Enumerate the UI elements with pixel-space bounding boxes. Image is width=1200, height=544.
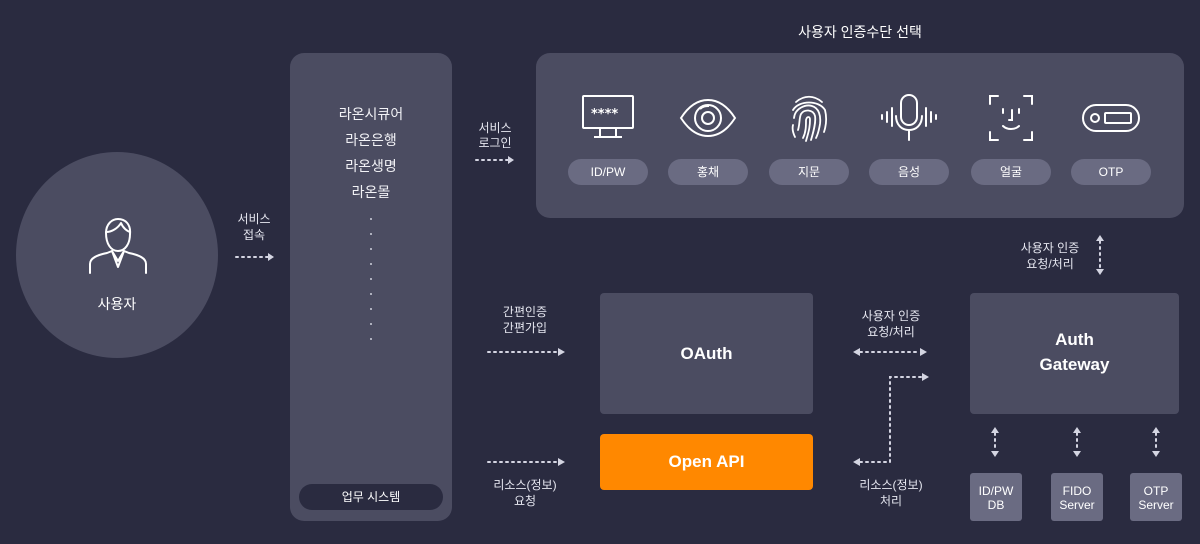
auth-gateway-box	[970, 293, 1179, 414]
user-label: 사용자	[97, 296, 137, 312]
ellipsis-dots	[370, 218, 372, 342]
resource-process-label-1: 리소스(정보)	[859, 478, 923, 492]
oauth-box	[600, 293, 813, 414]
face-scan-icon	[989, 95, 1033, 141]
idpw-db-box	[970, 473, 1022, 521]
resource-request-label-2: 요청	[513, 494, 537, 508]
service-access-label-1: 서비스	[237, 212, 271, 226]
otp-server-label-1: OTP	[1143, 484, 1169, 498]
auth-gateway-label-1: Auth	[1055, 330, 1094, 349]
simple-auth-label-1: 간편인증	[502, 305, 548, 319]
auth-request-right-label-2: 요청/처리	[1026, 257, 1074, 271]
oauth-label: OAuth	[680, 344, 733, 363]
open-api-label: Open API	[668, 452, 745, 471]
auth-method-face[interactable]: 얼굴	[971, 159, 1051, 185]
resource-request-label-1: 리소스(정보)	[493, 478, 557, 492]
eye-icon	[679, 98, 737, 138]
business-item-raon-bank: 라온은행	[345, 132, 397, 148]
open-api-box	[600, 434, 813, 490]
auth-methods-panel	[536, 53, 1184, 218]
fingerprint-icon	[791, 95, 827, 142]
user-icon	[89, 218, 147, 274]
business-item-raonsecure: 라온시큐어	[338, 106, 404, 122]
idpw-db-label-1: ID/PW	[978, 484, 1014, 498]
user-node	[16, 152, 218, 358]
monitor-password-icon: ****	[582, 95, 634, 138]
arrow-resource-process	[859, 376, 923, 463]
fido-server-box	[1051, 473, 1103, 521]
otp-server-box	[1130, 473, 1182, 521]
resource-process-label-2: 처리	[879, 494, 903, 508]
service-login-label-1: 서비스	[478, 121, 512, 135]
auth-request-right-label-1: 사용자 인증	[1020, 241, 1080, 255]
auth-method-idpw[interactable]: ID/PW	[568, 159, 648, 185]
auth-method-fingerprint[interactable]: 지문	[769, 159, 849, 185]
business-item-raon-life: 라온생명	[345, 158, 397, 174]
auth-method-iris[interactable]: 홍채	[668, 159, 748, 185]
auth-method-otp[interactable]: OTP	[1071, 159, 1151, 185]
business-system-panel	[290, 53, 452, 521]
simple-auth-label-2: 간편가입	[502, 321, 548, 335]
microphone-icon	[881, 94, 937, 141]
otp-token-icon	[1082, 104, 1140, 132]
fido-server-label-1: FIDO	[1062, 484, 1092, 498]
business-item-raon-mall: 라온몰	[351, 184, 391, 200]
svg-text:****: ****	[591, 107, 618, 122]
idpw-db-label-2: DB	[987, 498, 1005, 512]
fido-server-label-2: Server	[1059, 498, 1095, 512]
auth-request-mid-label-2: 요청/처리	[867, 325, 915, 339]
service-login-label-2: 로그인	[478, 136, 512, 150]
auth-gateway-label-2: Gateway	[1039, 355, 1110, 374]
auth-methods-title: 사용자 인증수단 선택	[798, 24, 922, 40]
otp-server-label-2: Server	[1138, 498, 1174, 512]
business-system-footer: 업무 시스템	[299, 484, 443, 510]
service-access-label-2: 접속	[242, 228, 266, 242]
auth-request-mid-label-1: 사용자 인증	[861, 309, 921, 323]
auth-method-voice[interactable]: 음성	[869, 159, 949, 185]
